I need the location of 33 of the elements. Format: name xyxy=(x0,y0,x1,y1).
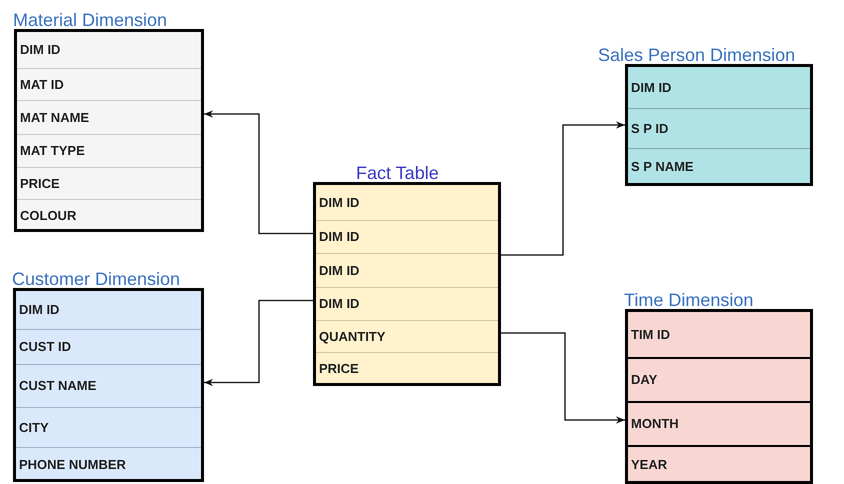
table-row: S P NAME xyxy=(628,148,810,183)
connector-arrow xyxy=(204,300,313,386)
table-row: TIM ID xyxy=(628,312,810,357)
table-row: COLOUR xyxy=(17,199,201,229)
table-row: PRICE xyxy=(17,167,201,199)
table-row: QUANTITY xyxy=(316,320,498,352)
table-title: Time Dimension xyxy=(624,290,754,310)
table-row: S P ID xyxy=(628,108,810,148)
table-row: DIM ID xyxy=(316,287,498,320)
table-row: DAY xyxy=(628,357,810,401)
connector-arrow xyxy=(501,121,625,256)
table-row: PHONE NUMBER xyxy=(16,447,201,479)
table-title: Customer Dimension xyxy=(12,269,180,289)
table-row: DIM ID xyxy=(316,185,498,220)
table-row: DIM ID xyxy=(628,67,810,108)
table-row: CITY xyxy=(16,407,201,447)
table-row: MAT NAME xyxy=(17,100,201,134)
table-row: DIM ID xyxy=(16,291,201,329)
table-row: DIM ID xyxy=(316,253,498,287)
table-row: MONTH xyxy=(628,401,810,445)
table-row: DIM ID xyxy=(17,32,201,68)
table-title: Fact Table xyxy=(356,163,439,183)
connector-arrow xyxy=(501,332,625,424)
table-row: MAT ID xyxy=(17,68,201,100)
table-row: CUST ID xyxy=(16,329,201,364)
table-row: PRICE xyxy=(316,352,498,383)
table-row: DIM ID xyxy=(316,220,498,253)
connector-arrow xyxy=(204,110,313,234)
table-row: CUST NAME xyxy=(16,364,201,407)
table-row: YEAR xyxy=(628,445,810,481)
table-title: Material Dimension xyxy=(13,10,168,30)
table-row: MAT TYPE xyxy=(17,134,201,167)
table-title: Sales Person Dimension xyxy=(598,45,796,65)
